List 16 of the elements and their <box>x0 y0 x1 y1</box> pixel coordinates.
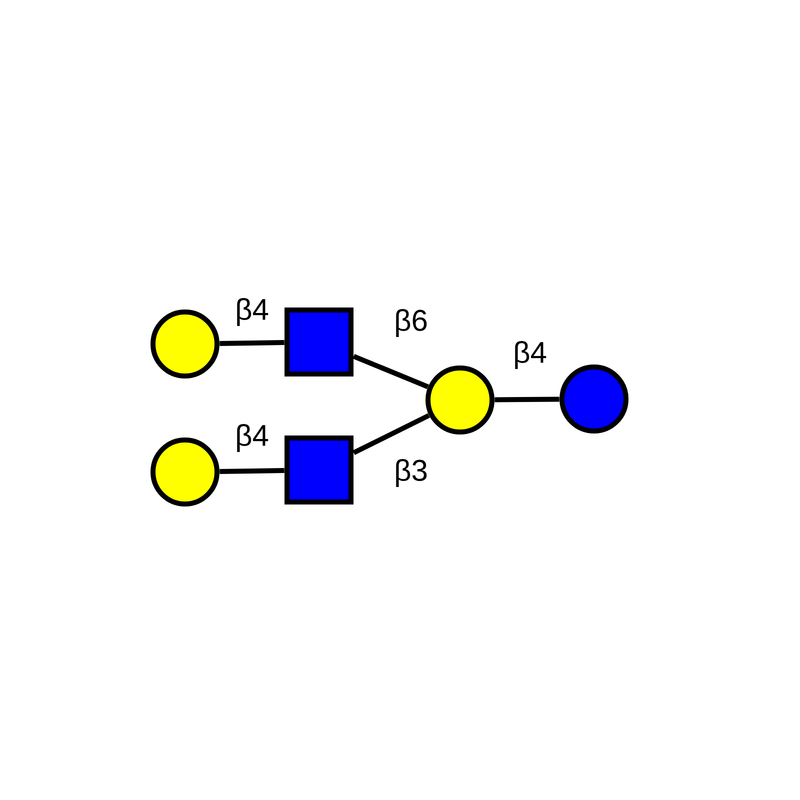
connector-line <box>352 413 430 456</box>
edge-label: β3 <box>393 458 429 488</box>
circle-symbol <box>560 364 628 434</box>
square-symbol <box>284 436 354 504</box>
circle-symbol <box>150 310 220 378</box>
connector-line <box>220 468 284 474</box>
edge-label: β4 <box>512 340 548 370</box>
circle-symbol <box>426 366 494 434</box>
connector-line <box>494 396 560 402</box>
circle-symbol <box>150 438 220 506</box>
edge-label: β4 <box>234 297 270 327</box>
square-symbol <box>284 308 354 376</box>
connector-line <box>352 354 429 390</box>
edge-label: β6 <box>393 308 429 338</box>
connector-line <box>220 340 284 346</box>
edge-label: β4 <box>234 423 270 453</box>
